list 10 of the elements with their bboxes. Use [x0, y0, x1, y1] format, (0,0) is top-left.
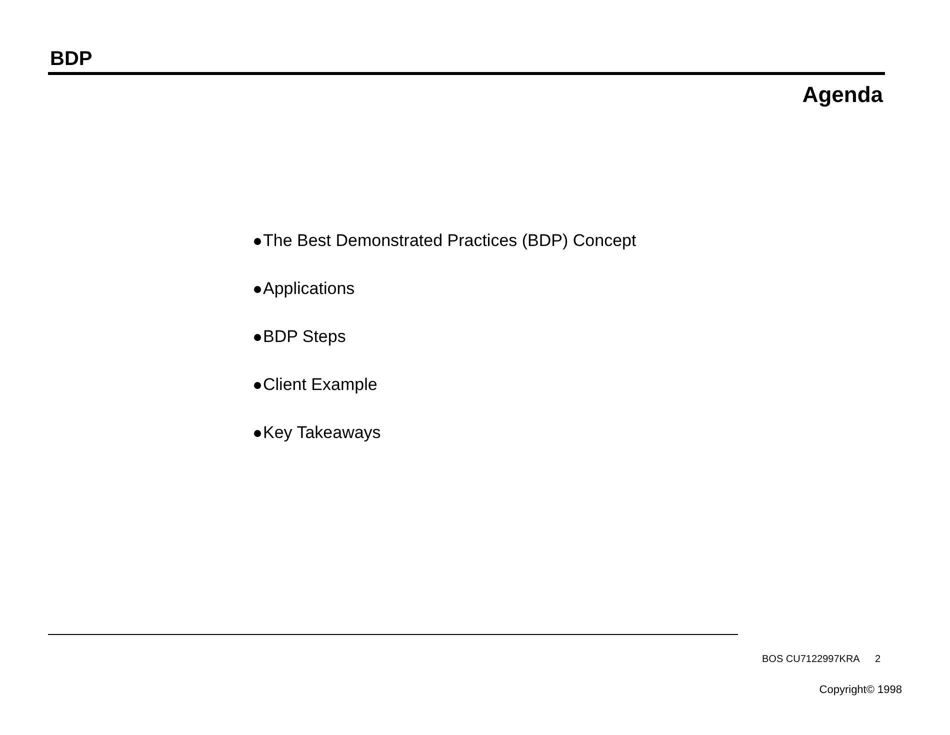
slide-title: Agenda: [802, 82, 883, 108]
agenda-item: BDP Steps: [263, 327, 346, 347]
agenda-item: Key Takeaways: [263, 423, 381, 443]
page-number: 2: [875, 654, 881, 665]
copyright-note: Copyright© 1998: [819, 684, 902, 696]
agenda-item: The Best Demonstrated Practices (BDP) Concept: [263, 231, 636, 251]
section-heading: BDP: [50, 48, 92, 71]
agenda-item: Applications: [263, 279, 355, 299]
document-code: BOS CU7122997KRA: [762, 654, 860, 665]
agenda-item: Client Example: [263, 375, 378, 395]
